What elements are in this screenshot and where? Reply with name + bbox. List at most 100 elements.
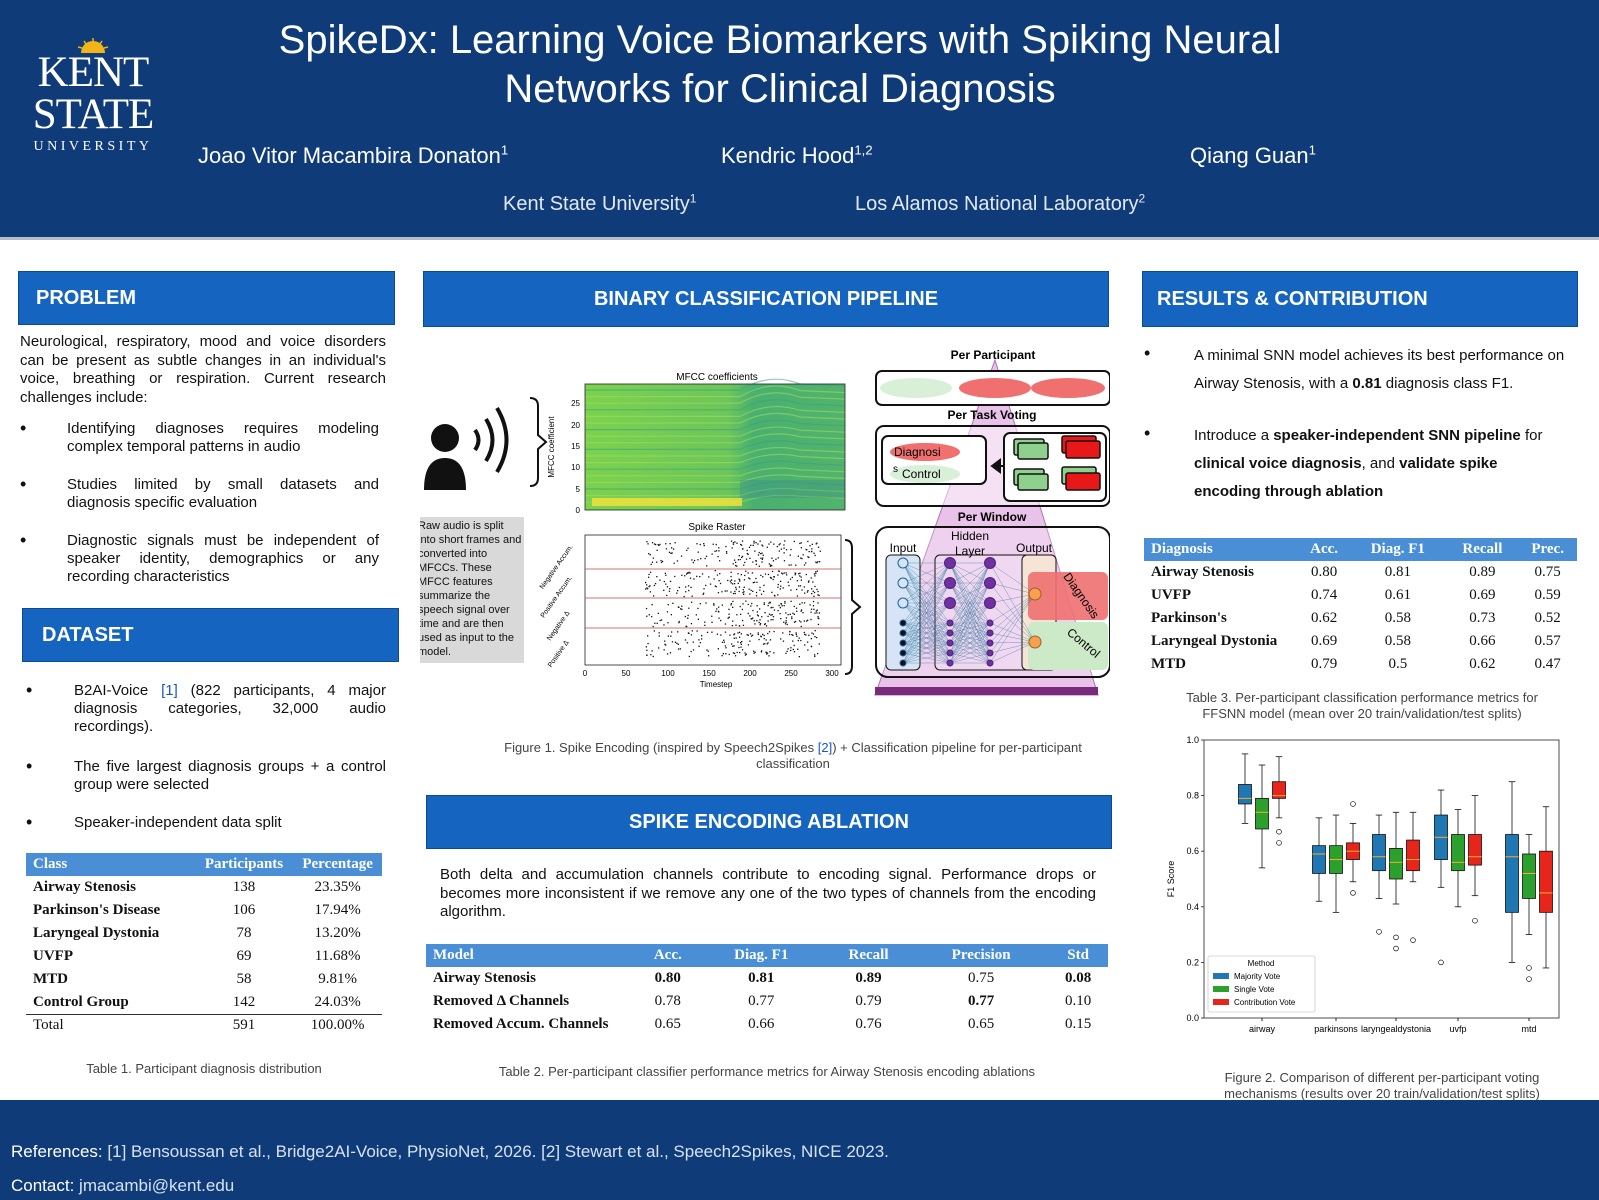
affiliation-name: Kent State University [503, 193, 690, 215]
raster-xlabel: Timestep [700, 680, 733, 689]
bullet-dot: • [26, 812, 33, 832]
box-airway-0 [1238, 753, 1252, 824]
table-cell: 58 [236, 971, 252, 987]
row-label: Removed Δ Channels [433, 993, 570, 1009]
results-highlight: 0.81 [1352, 375, 1382, 392]
chart-xtick: uvfp [1449, 1024, 1466, 1034]
problem-bullet-1: Identifying diagnoses requires modeling … [67, 420, 379, 455]
header-banner: KENT STATE UNIVERSITY SpikeDx: Learning … [0, 0, 1599, 240]
ablation-table: Model Acc. Diag. F1 Recall Precision Std… [426, 944, 1108, 1036]
table-header: Recall [822, 944, 915, 967]
row-label: Airway Stenosis [433, 970, 536, 986]
author-2: Kendric Hood1,2 [721, 143, 873, 169]
hidden-label-1: Hidden [951, 529, 989, 543]
table-cell: 0.76 [855, 1016, 882, 1032]
legend-title: Method [1248, 959, 1275, 968]
author-name: Qiang Guan [1190, 143, 1309, 168]
raw-audio-box [420, 517, 524, 663]
table-cell: 0.80 [654, 970, 681, 986]
bullet-dot: • [26, 680, 33, 700]
input-label: Input [890, 541, 917, 555]
contact-email[interactable]: jmacambi@kent.edu [74, 1176, 235, 1195]
dataset-bullet-text: (822 participants, 4 major diagnosis cat… [74, 682, 386, 735]
box-uvfp-0 [1434, 789, 1448, 966]
mfcc-title: MFCC coefficients [676, 372, 758, 383]
bullet-dot: • [1144, 423, 1151, 443]
table-cell: 0.5 [1388, 656, 1408, 672]
results-text: , and [1361, 455, 1400, 472]
results-text: for [1520, 427, 1543, 444]
chart-xtick: airway [1249, 1024, 1276, 1034]
ablation-text: Both delta and accumulation channels con… [440, 866, 1096, 920]
chart-ytick: 0.6 [1186, 846, 1199, 856]
footer: References: [1] Bensoussan et al., Bridg… [0, 1100, 1599, 1200]
problem-intro: Neurological, respiratory, mood and voic… [20, 333, 386, 406]
title-line-2: Networks for Clinical Diagnosis [504, 67, 1056, 111]
affiliation-sup: 1 [689, 191, 697, 206]
raster-ylabel: Positive Δ [547, 639, 571, 669]
references-text: [1] Bensoussan et al., Bridge2AI-Voice, … [102, 1142, 889, 1161]
raw-audio-text: Raw audio is split into short frames and… [420, 520, 522, 658]
table-cell: 0.79 [855, 993, 882, 1009]
box-airway-2 [1272, 756, 1286, 846]
mfcc-ytick: 10 [571, 463, 580, 472]
box-mtd-0 [1505, 781, 1519, 963]
table-header: Diag. F1 [699, 944, 823, 967]
figure-1-caption: Figure 1. Spike Encoding (inspired by Sp… [494, 740, 1092, 772]
bullet-dot: • [1144, 343, 1151, 363]
pipeline-figure: Raw audio is split into short frames and… [420, 350, 1110, 696]
chart-xtick: parkinsons [1314, 1024, 1358, 1034]
table-cell: 591 [232, 1017, 256, 1034]
dataset-bullet-2: The five largest diagnosis groups + a co… [74, 758, 386, 793]
table-header-row: Model Acc. Diag. F1 Recall Precision Std [426, 944, 1108, 967]
table-cell: 0.69 [1469, 587, 1496, 603]
results-bullet-1: A minimal SNN model achieves its best pe… [1194, 342, 1566, 398]
logo-line-2: STATE [32, 91, 155, 138]
contact-label: Contact: [11, 1176, 75, 1195]
table-cell: 0.10 [1064, 993, 1092, 1009]
box-airway-1 [1255, 764, 1269, 869]
raster-xtick: 200 [743, 669, 757, 678]
chart-ytick: 0.4 [1186, 902, 1199, 912]
row-label: Control Group [33, 993, 129, 1010]
table-1-caption: Table 1. Participant diagnosis distribut… [86, 1061, 322, 1076]
sun-icon [78, 38, 108, 53]
poster-title: SpikeDx: Learning Voice Biomarkers with … [230, 16, 1330, 114]
table-cell: 0.74 [1310, 587, 1338, 603]
author-sup: 1,2 [854, 142, 873, 158]
output-label: Output [1016, 541, 1053, 555]
author-name: Joao Vitor Macambira Donaton [198, 143, 501, 168]
results-bullet-2: Introduce a speaker-independent SNN pipe… [1194, 422, 1566, 506]
box-uvfp-2 [1468, 795, 1482, 924]
kent-state-logo: KENT STATE UNIVERSITY [28, 38, 158, 155]
logo-line-1: KENT [37, 49, 150, 96]
row-label: UVFP [33, 948, 73, 964]
box-mtd-2 [1539, 806, 1553, 969]
table-cell: 0.59 [1534, 587, 1561, 603]
affiliation-2: Los Alamos National Laboratory2 [855, 192, 1145, 216]
hidden-label-2: Layer [955, 544, 985, 558]
chart-ytick: 0.8 [1186, 791, 1199, 801]
references-label: References: [11, 1142, 103, 1161]
raster-title: Spike Raster [688, 522, 746, 533]
references-line: References: [1] Bensoussan et al., Bridg… [11, 1142, 889, 1162]
table-cell: 0.65 [967, 1016, 995, 1032]
bracket-icon [529, 397, 548, 487]
results-highlight: validate spike encoding through ablation [1194, 455, 1498, 500]
table-cell: 106 [232, 902, 256, 918]
table-header: Participants [194, 853, 294, 876]
table-cell: 0.89 [1469, 564, 1496, 580]
table-header-row: Class Participants Percentage [26, 853, 382, 876]
reference-link[interactable]: [2] [817, 740, 833, 755]
chart-ytick: 0.0 [1186, 1013, 1199, 1023]
reference-link[interactable]: [1] [161, 682, 178, 699]
